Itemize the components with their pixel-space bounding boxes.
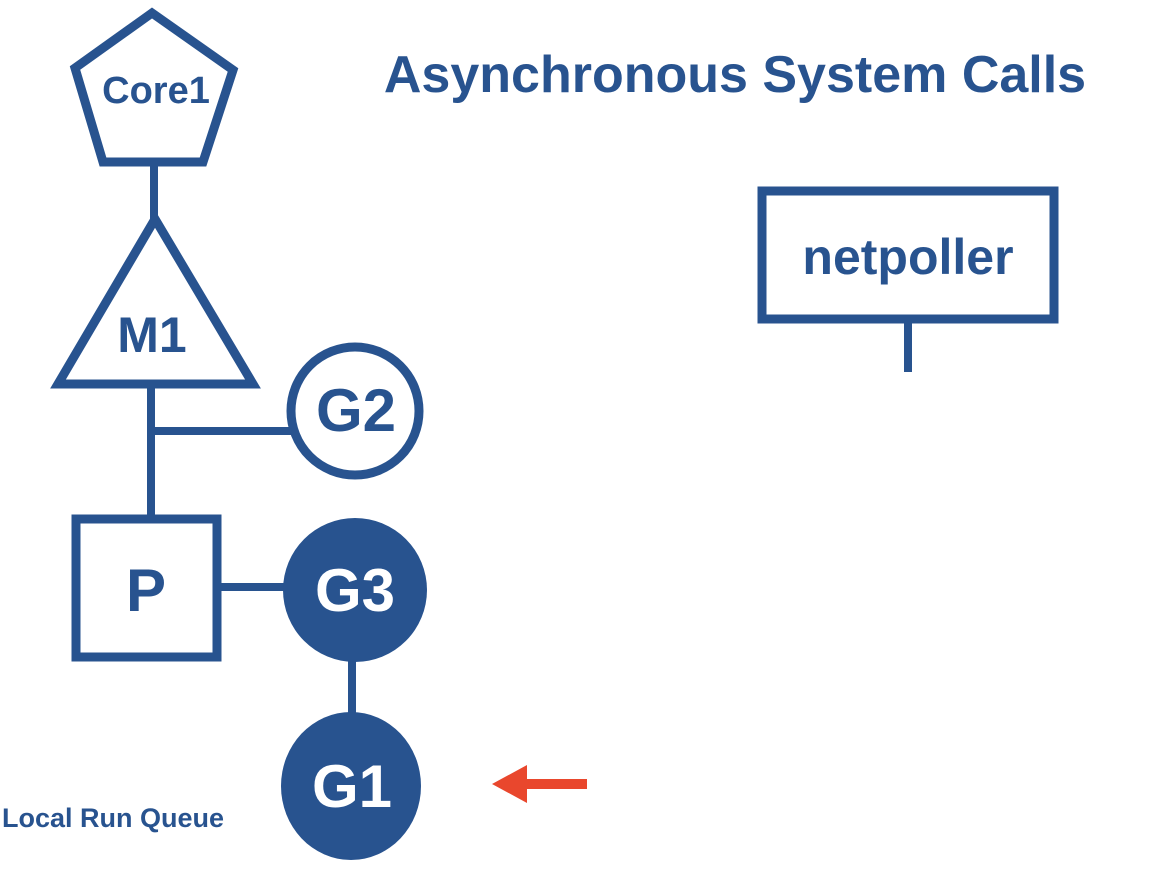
g3-label: G3: [315, 557, 395, 624]
p-label: P: [126, 557, 166, 624]
core1-pentagon-shape: [69, 7, 239, 167]
g3-circle-shape: [283, 518, 427, 662]
g1-label: G1: [312, 753, 392, 820]
m1-label: M1: [117, 307, 186, 363]
p-square-shape: [71, 514, 222, 662]
netpoller-rect-shape: [757, 186, 1059, 324]
local-run-queue-label: Local Run Queue: [2, 803, 224, 833]
g2-circle-shape: [286, 342, 424, 480]
g2-label: G2: [316, 377, 396, 444]
m1-triangle-shape: [50, 210, 261, 389]
core1-label: Core1: [102, 70, 210, 112]
diagram-title: Asynchronous System Calls: [384, 46, 1086, 104]
g1-circle-shape: [281, 712, 421, 860]
netpoller-label: netpoller: [802, 229, 1013, 285]
left-arrow-icon: [492, 765, 587, 803]
